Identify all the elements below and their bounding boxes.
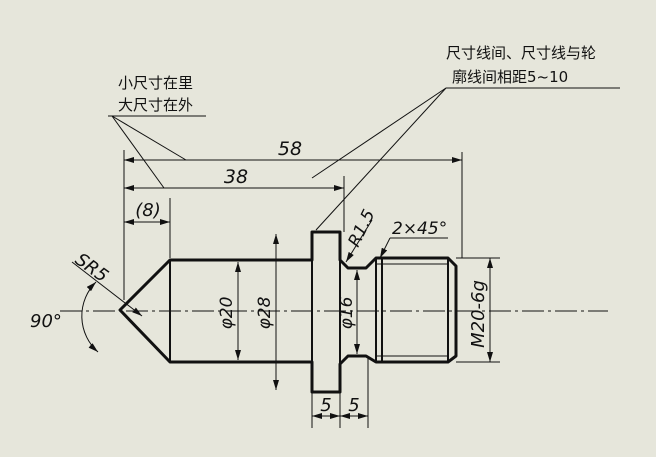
note-spacing-line1: 尺寸线间、尺寸线与轮	[446, 44, 596, 62]
angle-90-label: 90°	[30, 311, 62, 332]
r15-label: R1.5	[345, 206, 380, 250]
note-inner-line2: 大尺寸在外	[118, 96, 193, 114]
sr5-label: SR5	[71, 249, 112, 287]
dim-m20-label: M20-6g	[468, 280, 489, 348]
chamfer-label: 2×45°	[392, 219, 447, 239]
r15-leader	[345, 219, 373, 263]
dim-58-label: 58	[278, 138, 302, 160]
dim-5-right-label: 5	[348, 395, 359, 416]
thread-minor-lines	[376, 263, 448, 357]
dim-dia20-label: φ20	[217, 297, 237, 330]
dim-dia28-label: φ28	[255, 296, 275, 329]
note-spacing-line2: 廓线间相距5~10	[452, 68, 568, 86]
chamfer-leader	[379, 237, 391, 259]
note-spacing: 尺寸线间、尺寸线与轮 廓线间相距5~10	[311, 44, 620, 231]
note-inner-line1: 小尺寸在里	[118, 74, 193, 92]
dim-38-label: 38	[224, 166, 248, 188]
dim-8-label: (8)	[135, 200, 161, 221]
dim-5-left-label: 5	[320, 395, 331, 416]
angle-90-arc	[81, 281, 99, 353]
sr5-leader	[71, 261, 143, 317]
dim-dia16-label: φ16	[337, 296, 357, 329]
note-inner-outer: 小尺寸在里 大尺寸在外	[108, 74, 206, 189]
